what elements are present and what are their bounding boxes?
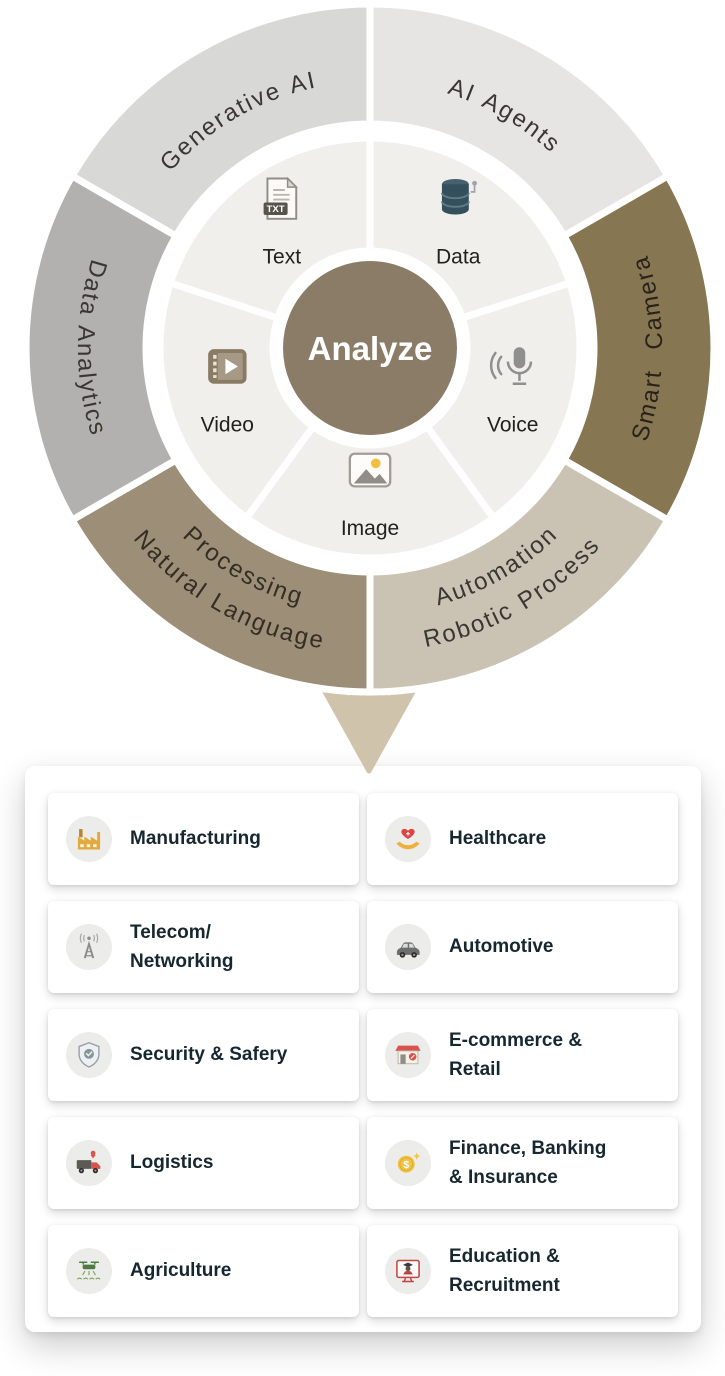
industry-label-line: Agriculture [130,1260,232,1282]
industry-label-line: Recruitment [449,1275,560,1296]
industry-card-education-recruitment: Education & Recruitment [367,1225,678,1317]
outer-segment-ai-agents [366,0,673,241]
microphone-icon [489,347,533,385]
down-arrow-icon [321,631,417,774]
svg-text:TXT: TXT [267,204,285,215]
industry-card-finance-banking-insurance: $ Finance, Banking & Insurance [367,1117,678,1209]
outer-segment-natural-language-processing [67,455,374,696]
industry-label-line: Manufacturing [130,828,261,850]
storefront-icon [385,1032,431,1078]
outer-segment-data-analytics [22,171,181,525]
outer-segment-label: Automation [432,520,563,611]
industry-label: Security & Safery [130,1040,287,1069]
inner-segment-label: Text [263,246,302,269]
industry-card-security-safery: Security & Safery [48,1009,359,1101]
industry-card-healthcare: Healthcare [367,793,678,885]
industry-label-line: Finance, Banking [449,1137,607,1159]
industry-card-telecom-networking: Telecom/Networking [48,901,359,993]
education-screen-icon [385,1248,431,1294]
industry-label-line: Security & Safery [130,1044,288,1066]
text-file-icon: TXT [263,176,298,220]
factory-icon [66,816,112,862]
industry-label: Automotive [449,932,554,961]
industry-label: E-commerce & Retail [449,1026,582,1085]
industry-label: Manufacturing [130,824,261,853]
inner-segment-video [156,278,318,523]
center-label: Analyze [308,330,433,367]
outer-segment-label: Data Analytics [72,257,112,440]
industry-label-line: Healthcare [449,828,547,850]
inner-segment-data [366,134,575,323]
delivery-truck-icon [66,1140,112,1186]
database-icon [440,178,477,215]
industry-label-line: Networking [130,951,234,972]
industry-label: Education & Recruitment [449,1242,560,1301]
industry-label-line: E-commerce & [449,1029,583,1051]
outer-segment-label: Processing [178,521,307,611]
agri-drone-icon [66,1248,112,1294]
center-circle [283,261,457,435]
inner-segment-label: Data [436,246,481,269]
inner-segment-voice [422,278,584,523]
svg-text:$: $ [403,1159,409,1171]
industry-label-line: Logistics [130,1152,214,1174]
outer-segment-generative-ai [67,0,374,241]
industry-label-line: Education & [449,1245,560,1267]
industry-label: Agriculture [130,1256,231,1285]
industry-card-logistics: Logistics [48,1117,359,1209]
coin-dollar-icon: $ [385,1140,431,1186]
video-player-icon [208,349,247,384]
outer-segment-label: Natural Language [128,525,327,655]
industry-label-line: Telecom/ [130,921,211,943]
industry-card-manufacturing: Manufacturing [48,793,359,885]
outer-segment-robotic-process-automation [366,455,673,696]
outer-segment-label: Robotic Process [421,532,606,653]
image-icon [348,452,392,488]
heart-hands-icon [385,816,431,862]
industry-label: Logistics [130,1148,213,1177]
industry-label: Finance, Banking & Insurance [449,1134,606,1193]
outer-segment-smart-camera [559,171,718,525]
inner-segment-label: Voice [487,413,538,436]
industry-label: Telecom/Networking [130,918,233,977]
inner-segment-text [165,134,374,323]
industry-card-automotive: Automotive [367,901,678,993]
inner-segment-image [241,421,499,562]
industry-label: Healthcare [449,824,546,853]
industry-card-e-commerce-retail: E-commerce & Retail [367,1009,678,1101]
outer-segment-label: Smart Camera [626,252,668,444]
industry-label-line: Retail [449,1059,501,1080]
outer-segment-label: AI Agents [445,73,566,158]
shield-check-icon [66,1032,112,1078]
industry-label-line: & Insurance [449,1167,558,1188]
car-icon [385,924,431,970]
industry-label-line: Automotive [449,936,554,958]
inner-segment-label: Video [201,413,254,436]
industry-card-agriculture: Agriculture [48,1225,359,1317]
outer-segment-label: Generative AI [155,67,319,177]
antenna-tower-icon [66,924,112,970]
inner-segment-label: Image [341,517,399,540]
